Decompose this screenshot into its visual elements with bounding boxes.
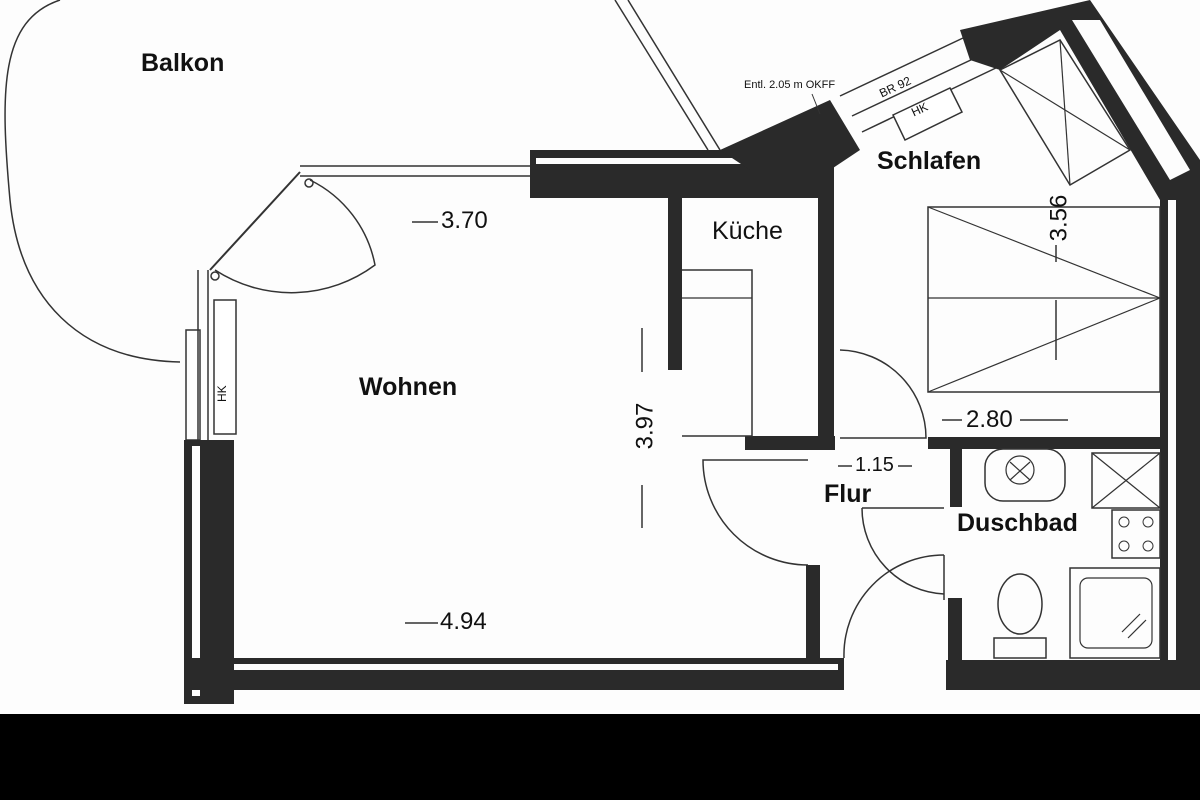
floor-plan-drawing — [4, 0, 1200, 704]
window-note: Entl. 2.05 m OKFF — [744, 79, 836, 91]
bath-sink — [984, 448, 1066, 502]
balcony-outline — [4, 0, 181, 363]
balcony-door-swing — [214, 179, 376, 294]
room-label-kueche: Küche — [712, 217, 783, 245]
window-note-arrow — [811, 93, 821, 115]
balcony-door-leaf — [209, 171, 301, 271]
door-entrance-swing — [843, 554, 945, 659]
room-label-wohnen: Wohnen — [359, 373, 458, 401]
wall-bath-left — [950, 449, 962, 507]
wall-schlafen-bottom — [928, 437, 1168, 449]
room-label-flur: Flur — [824, 480, 872, 508]
wall-diagonal — [720, 100, 860, 170]
balcony-rail — [614, 0, 709, 151]
room-label-duschbad: Duschbad — [957, 509, 1078, 537]
kitchen-counter — [682, 269, 753, 437]
bed — [927, 206, 1161, 393]
dim-flur-width: 1.15 — [855, 454, 894, 476]
dim-wohnen-width-top: 3.70 — [441, 207, 488, 234]
door-bath-swing — [861, 507, 945, 595]
heater-schlafen — [891, 87, 964, 142]
wall-bottom-wohnen — [184, 658, 844, 690]
wall-kueche-right — [818, 160, 834, 450]
bath-appliance — [1111, 509, 1161, 559]
wall-bath-bottom — [946, 660, 1200, 690]
bath-shaft — [1091, 452, 1161, 509]
wall-kueche-bottom — [745, 436, 835, 450]
heater-wohnen-label: HK — [215, 385, 229, 402]
dim-wohnen-width-bottom: 4.94 — [440, 608, 487, 635]
door-wohnen-swing — [702, 459, 809, 566]
bath-toilet — [997, 573, 1043, 635]
dim-wohnen-height: 3.97 — [631, 402, 659, 450]
room-label-schlafen: Schlafen — [877, 147, 982, 175]
wall-kueche-left — [668, 198, 682, 370]
bath-shower — [1069, 567, 1161, 659]
floor-plan: Balkon Wohnen Küche Schlafen Flur Duschb… — [4, 0, 1200, 704]
dim-schlafen-width: 2.80 — [966, 406, 1013, 433]
room-label-balkon: Balkon — [141, 49, 225, 77]
wall-top-right — [960, 0, 1200, 200]
door-kueche-swing — [839, 349, 927, 439]
bottom-black-band — [0, 714, 1200, 800]
dim-schlafen-height: 3.56 — [1045, 194, 1073, 242]
wall-flur-left — [806, 565, 820, 660]
heater-wohnen — [213, 299, 237, 435]
schlafen-window-frame — [839, 29, 981, 97]
